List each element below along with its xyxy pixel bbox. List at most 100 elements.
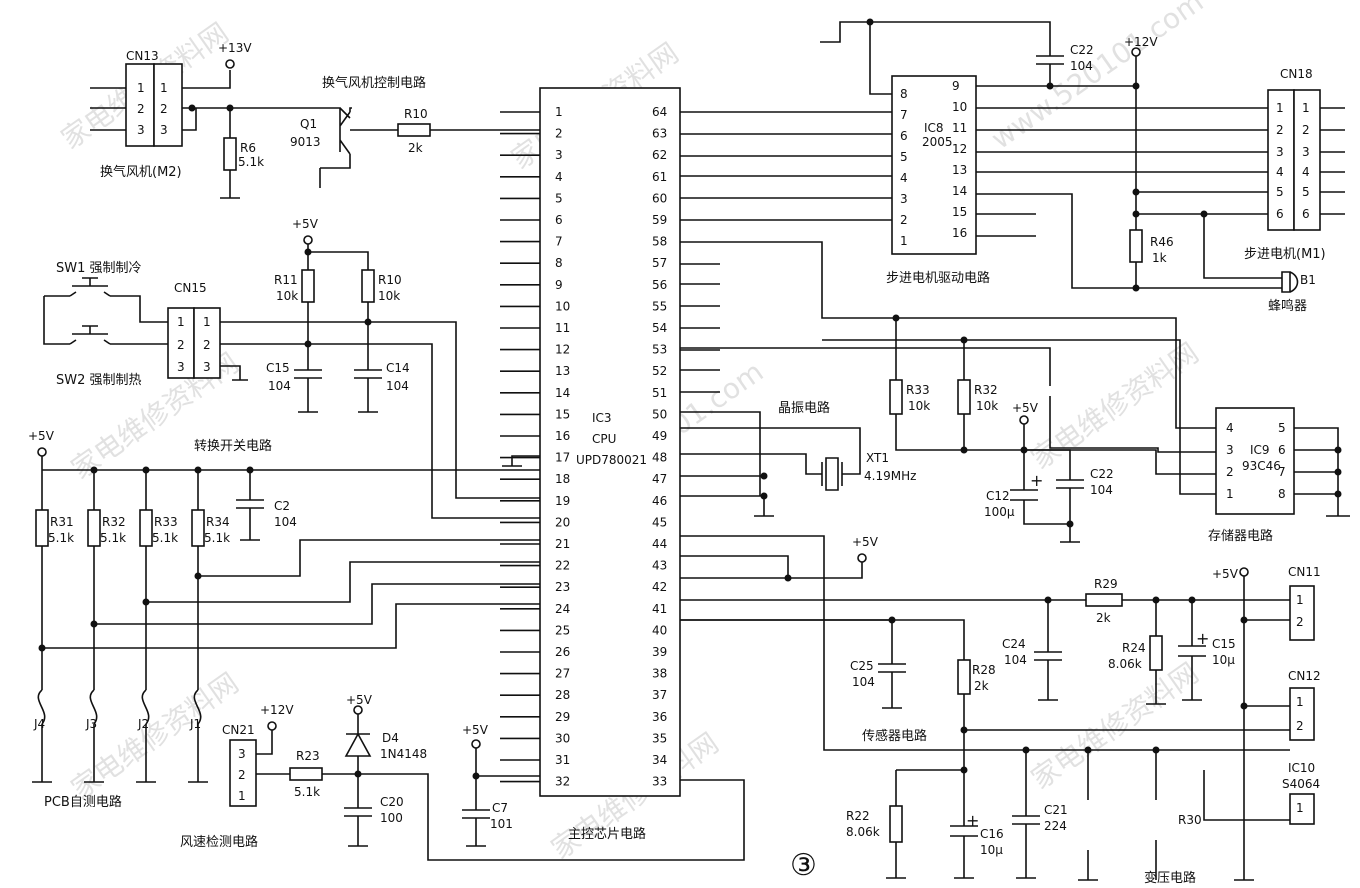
ic3-pin-number: 50 [652,407,667,421]
caption-sensor: 传感器电路 [862,728,927,744]
cn11-pin: 2 [1296,615,1304,629]
cn15-pin: 2 [203,338,211,352]
ic8-pin-number: 14 [952,184,967,198]
cn18-pin: 6 [1302,207,1310,221]
cn18-pin: 2 [1276,123,1284,137]
cn18-pin: 3 [1302,145,1310,159]
watermark-text: www.520101.com [985,0,1209,156]
ic8-pin-number: 11 [952,121,967,135]
ic10-part: S4064 [1282,777,1320,791]
caption-stepper-driver: 步进电机驱动电路 [886,270,990,286]
c14-value: 104 [386,379,409,393]
ic3-pin-number: 52 [652,364,667,378]
ic3-pin-number: 56 [652,278,667,292]
ic3-pin-number: 24 [555,602,570,616]
d4-part: 1N4148 [380,747,427,761]
caption-pcb-selftest: PCB自测电路 [44,794,122,810]
r33b-name: R33 [906,383,930,397]
c22b-name: C22 [1090,467,1114,481]
c15b-value: 10μ [1212,653,1235,667]
ic3-body [539,87,681,797]
r31-name: R31 [50,515,74,529]
r34-name: R34 [206,515,230,529]
r30-name: R30 [1178,813,1202,827]
d4-name: D4 [382,731,399,745]
cn13-pin: 3 [160,123,168,137]
ic3-type: CPU [592,432,616,446]
c15b-plus: + [1196,629,1209,648]
c21-name: C21 [1044,803,1068,817]
ic8-pin-number: 16 [952,226,967,240]
ic3-pin-number: 34 [652,753,667,767]
cn21-pin: 1 [238,789,246,803]
ic8-pin-number: 9 [952,79,960,93]
cn18-pin: 1 [1276,101,1284,115]
r24-resistor [1149,635,1163,671]
ic3-pin-number: 47 [652,472,667,486]
r33b-resistor [889,379,903,415]
c20-name: C20 [380,795,404,809]
caption-switch-circuit: 转换开关电路 [194,438,272,454]
c15a-value: 104 [268,379,291,393]
ic3-pin-number: 12 [555,343,570,357]
cn13-pin: 2 [160,102,168,116]
ic3-pin-number: 5 [555,191,563,205]
c14-name: C14 [386,361,410,375]
ic3-pin-number: 58 [652,235,667,249]
ic8-pin-number: 4 [900,171,908,185]
ic3-pin-number: 26 [555,645,570,659]
ic8-body [891,75,977,255]
power-12v: +12V [1124,35,1158,49]
q1-name: Q1 [300,117,317,131]
power-12v: +12V [260,703,294,717]
ic3-pin-number: 3 [555,148,563,162]
r10-value: 2k [408,141,423,155]
cn12-name: CN12 [1288,669,1321,683]
ic3-left-pins: 1234567891011121314151617181920212223242… [500,105,570,789]
power-5v: +5V [462,723,489,737]
power-5v: +5V [28,429,55,443]
ic3-part: UPD780021 [576,453,647,467]
ic3-pin-number: 6 [555,213,563,227]
r34-value: 5.1k [204,531,230,545]
r32b-value: 10k [976,399,998,413]
r22-value: 8.06k [846,825,880,839]
ic3-cpu: 1234567891011121314151617181920212223242… [500,87,681,797]
r34-resistor [191,509,205,547]
cn13-right-half [153,63,183,147]
r29-resistor [1085,593,1123,607]
sw2-label: SW2 强制制热 [56,373,142,388]
cn21-body [229,739,257,807]
q1-part: 9013 [290,135,321,149]
ic3-pin-number: 54 [652,321,667,335]
ic9-pin-number: 2 [1226,465,1234,479]
ic8-pin-number: 1 [900,234,908,248]
r28-name: R28 [972,663,996,677]
cn21-pin: 2 [238,768,246,782]
ic3-pin-number: 61 [652,170,667,184]
ic8-pin-number: 7 [900,108,908,122]
ic9-pin-number: 4 [1226,421,1234,435]
ic10-pin: 1 [1296,801,1304,815]
c22a-name: C22 [1070,43,1094,57]
ic8-pin-number: 13 [952,163,967,177]
ic3-pin-number: 38 [652,667,667,681]
c24-name: C24 [1002,637,1026,651]
r10-resistor [397,123,431,137]
r32a-value: 5.1k [100,531,126,545]
ic3-pin-number: 25 [555,623,570,637]
cn15-pin: 2 [177,338,185,352]
ic8-pin-number: 2 [900,213,908,227]
caption-fan-control: 换气风机控制电路 [322,75,426,91]
ic3-pin-number: 46 [652,494,667,508]
ic3-pin-number: 35 [652,731,667,745]
r10b-resistor [361,269,375,303]
jumper-j2: J2 [137,717,149,731]
cn12-pin: 2 [1296,719,1304,733]
r22-resistor [889,805,903,843]
ic3-pin-number: 23 [555,580,570,594]
ic3-pin-number: 15 [555,407,570,421]
